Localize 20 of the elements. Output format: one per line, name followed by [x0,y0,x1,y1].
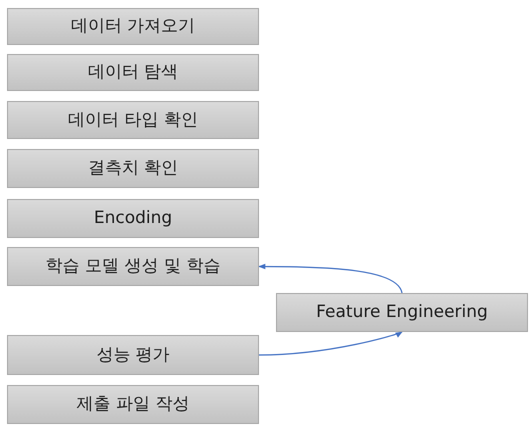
curved-arrow [258,331,403,356]
process-box [7,335,259,375]
process-box [7,54,259,91]
process-box [7,101,259,139]
process-box [7,247,259,286]
step-label: 성능 평가 [96,344,170,366]
process-box [7,149,259,188]
process-box [7,8,259,45]
step-label: 결측치 확인 [88,158,178,179]
step-label: 학습 모델 생성 및 학습 [46,256,220,277]
step-label: Feature Engineering [316,302,488,323]
process-box [7,385,259,424]
process-box [276,293,528,332]
step-label: Encoding [94,208,172,229]
process-box [7,199,259,238]
step-label: 제출 파일 작성 [76,394,190,415]
step-label: 데이터 타입 확인 [68,110,198,130]
step-label: 데이터 탐색 [88,62,178,83]
curved-arrow [258,264,403,294]
step-label: 데이터 가져오기 [70,16,196,37]
